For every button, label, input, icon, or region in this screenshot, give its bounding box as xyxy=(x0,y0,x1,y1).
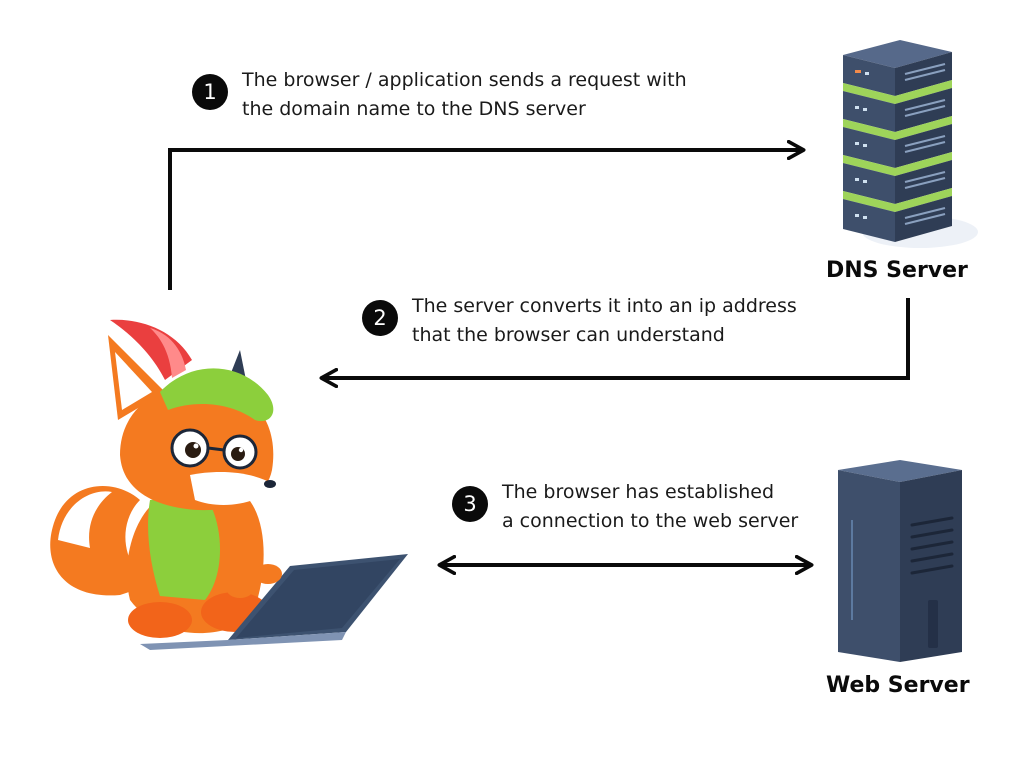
dns-server-rack-icon xyxy=(843,40,978,248)
request-arrow xyxy=(168,150,802,290)
step-number-badge: 2 xyxy=(362,300,398,336)
step-line: The browser has established xyxy=(502,481,775,503)
step-number-badge: 1 xyxy=(192,74,228,110)
step-line: the domain name to the DNS server xyxy=(242,98,586,120)
laptop-icon xyxy=(140,554,408,650)
web-server-label: Web Server xyxy=(826,673,970,698)
step-description: The browser has established a connection… xyxy=(502,478,798,536)
step-description: The browser / application sends a reques… xyxy=(242,66,687,124)
dns-server-label: DNS Server xyxy=(826,258,968,283)
web-server-tower-icon xyxy=(838,460,962,662)
step-line: The server converts it into an ip addres… xyxy=(412,295,797,317)
step-3: 3 The browser has established a connecti… xyxy=(452,478,798,536)
step-2: 2 The server converts it into an ip addr… xyxy=(362,292,797,350)
step-number-badge: 3 xyxy=(452,486,488,522)
step-line: a connection to the web server xyxy=(502,510,799,532)
response-arrow xyxy=(323,298,910,378)
step-line: that the browser can understand xyxy=(412,324,725,346)
step-1: 1 The browser / application sends a requ… xyxy=(192,66,687,124)
fox-mascot-icon xyxy=(50,319,276,638)
step-description: The server converts it into an ip addres… xyxy=(412,292,797,350)
step-line: The browser / application sends a reques… xyxy=(242,69,687,91)
